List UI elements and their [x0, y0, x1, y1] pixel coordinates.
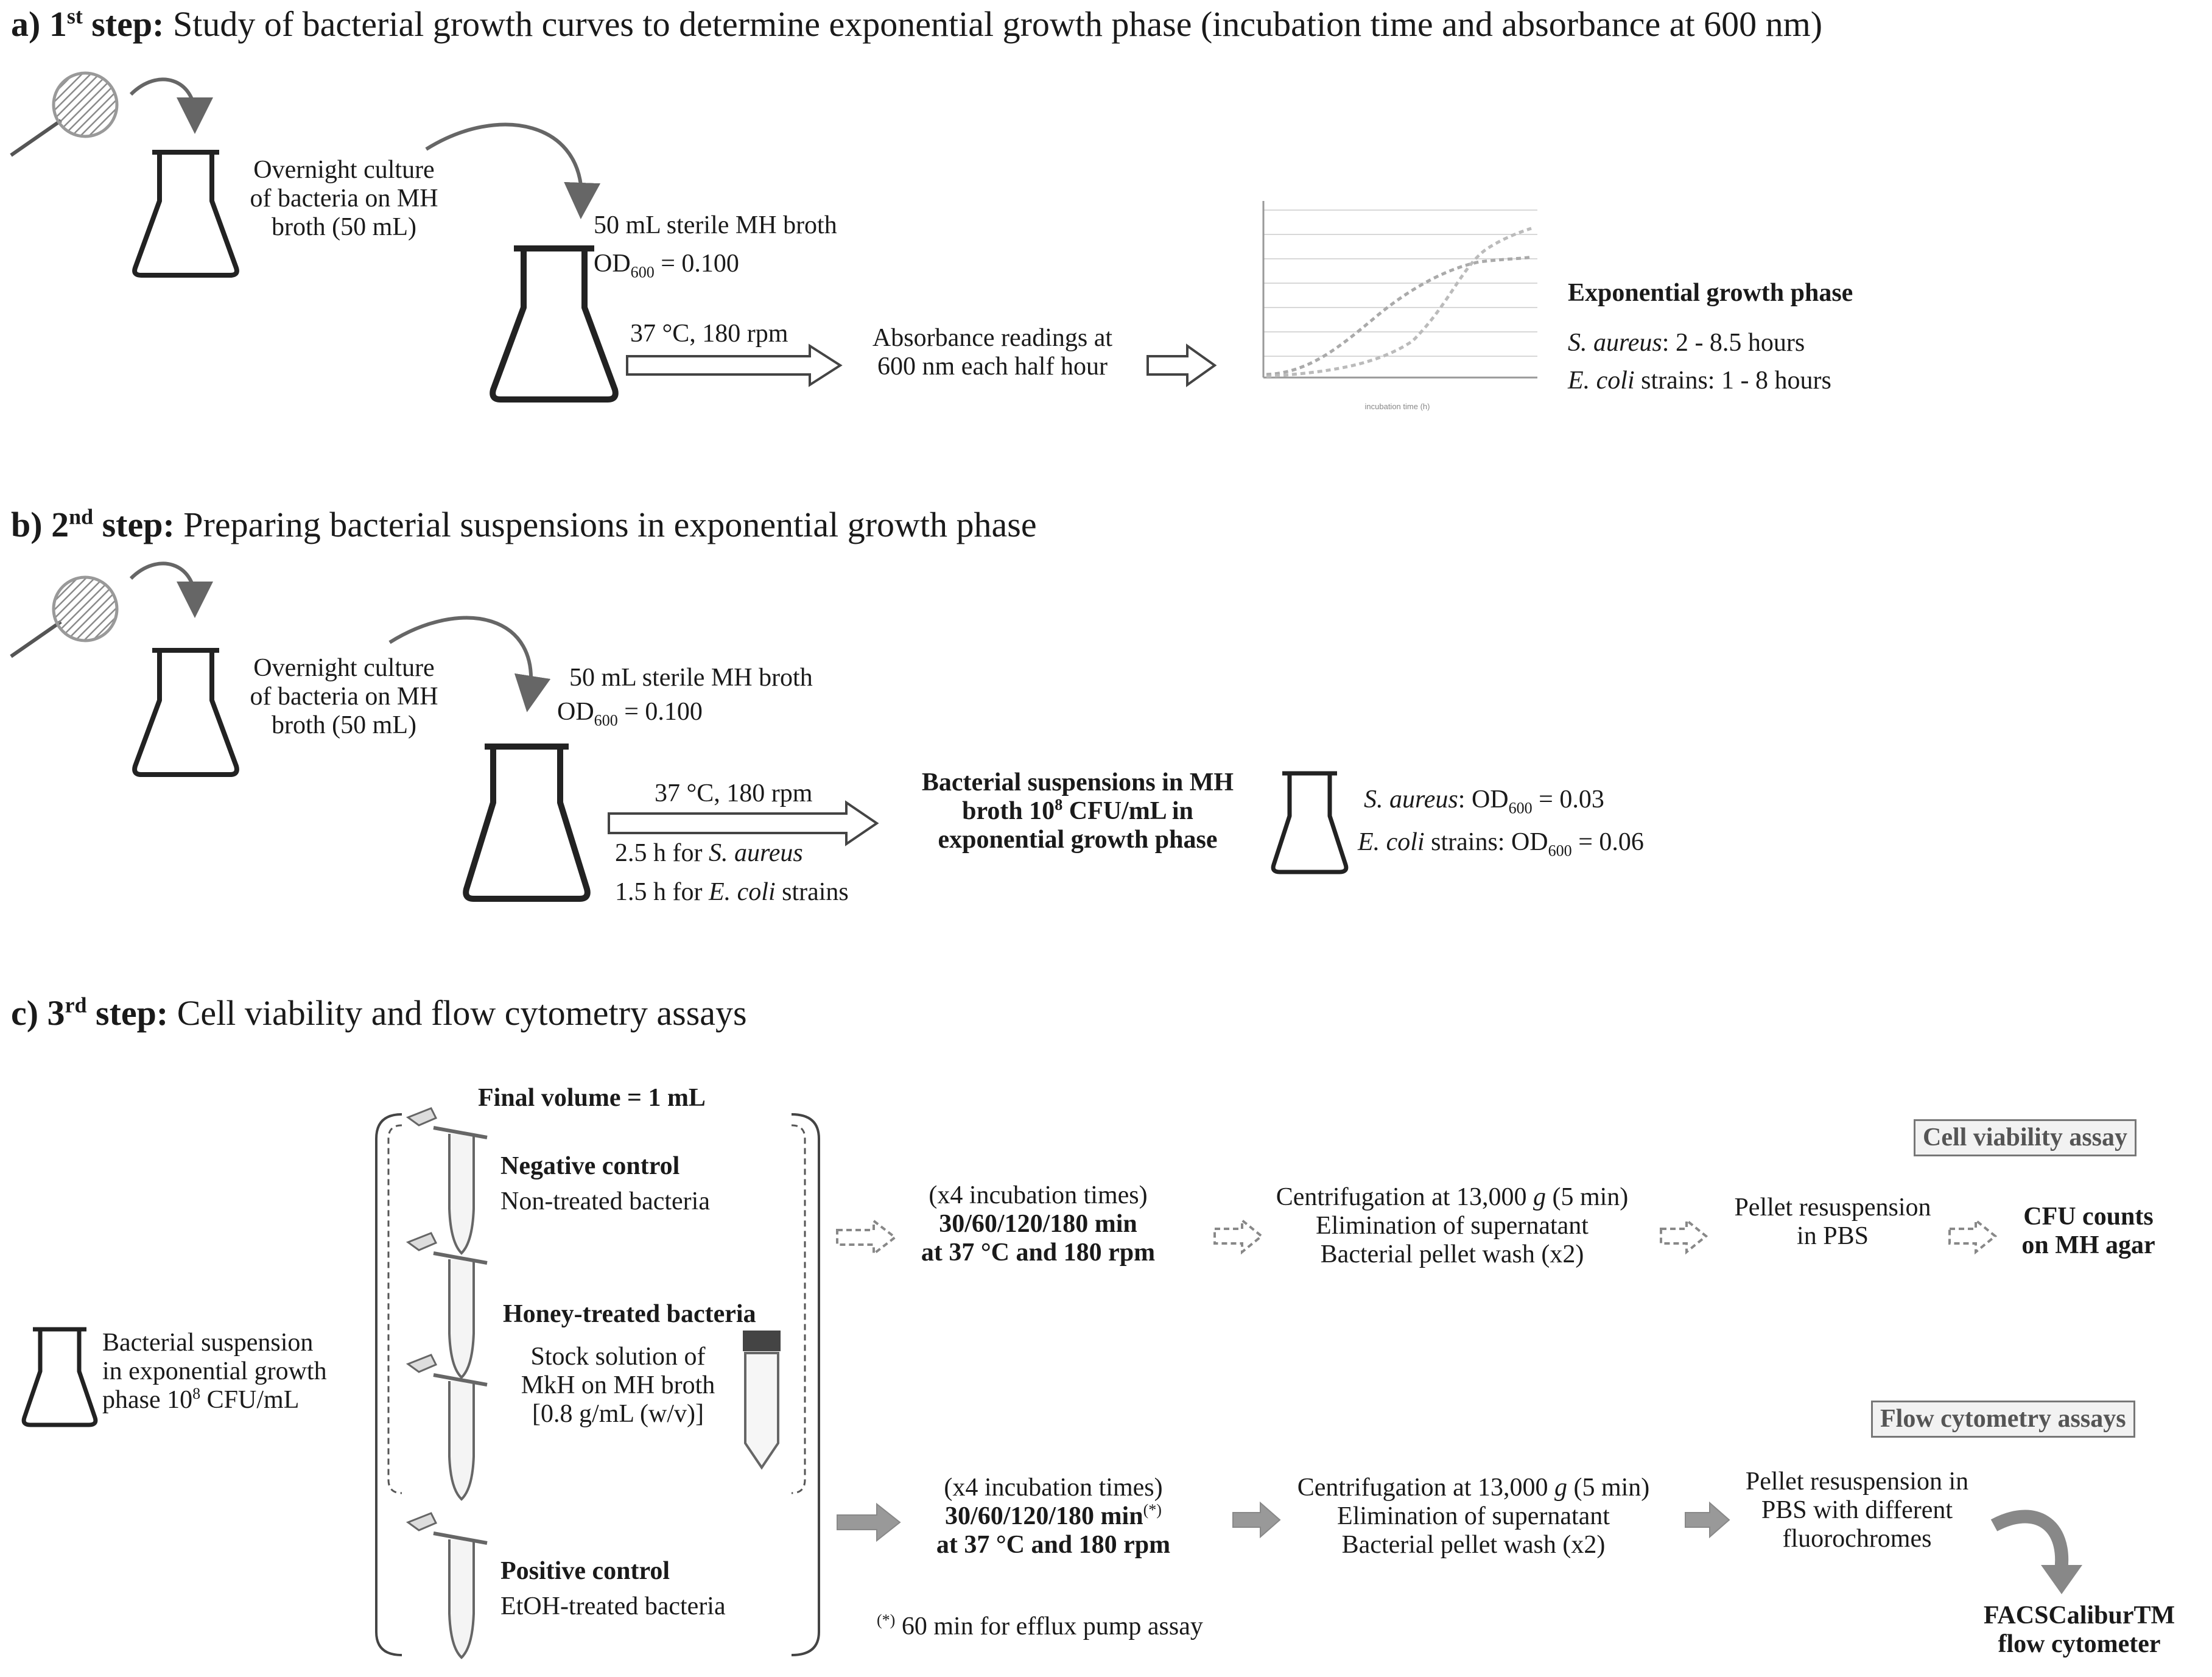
outer-bracket-left	[375, 1113, 402, 1656]
efflux-pump-note: (*) 60 min for efflux pump assay	[877, 1611, 1203, 1640]
svg-text:incubation time (h): incubation time (h)	[1365, 402, 1430, 411]
curved-arrow-b2	[388, 616, 551, 712]
dashed-arrow-v3	[1660, 1217, 1708, 1255]
sterile-broth-label-a: 50 mL sterile MH broth	[594, 211, 837, 239]
hollow-arrow-b1	[608, 800, 879, 846]
tube-icon-negative	[406, 1107, 488, 1255]
inner-bracket-right	[791, 1124, 806, 1494]
od-ecoli-label: E. coli strains: OD600 = 0.06	[1358, 828, 1644, 860]
hollow-arrow-a2	[1146, 343, 1217, 387]
exponential-phase-ecoli: E. coli strains: 1 - 8 hours	[1568, 367, 1831, 395]
tube-icon-positive	[406, 1512, 488, 1659]
dashed-arrow-v2	[1213, 1217, 1264, 1255]
solid-arrow-f3	[1685, 1501, 1730, 1539]
od-label-a: OD600 = 0.100	[594, 250, 739, 281]
positive-control-sub: EtOH-treated bacteria	[500, 1592, 726, 1620]
time-saureus-label: 2.5 h for S. aureus	[615, 839, 803, 867]
incubation-conditions-a: 37 °C, 180 rpm	[630, 320, 788, 348]
od-saureus-label: S. aureus: OD600 = 0.03	[1364, 786, 1604, 817]
flask-icon-a2	[490, 245, 619, 403]
loop-icon-a	[10, 71, 119, 157]
bacterial-suspension-label: Bacterial suspensions in MH broth 108 CF…	[921, 768, 1234, 854]
hollow-arrow-a1	[626, 343, 843, 387]
flow-centrifugation-label: Centrifugation at 13,000 g (5 min) Elimi…	[1297, 1474, 1650, 1559]
outer-bracket-right	[791, 1113, 820, 1656]
cell-viability-box: Cell viability assay	[1914, 1119, 2137, 1157]
viability-incubation-label: (x4 incubation times) 30/60/120/180 min …	[921, 1181, 1156, 1267]
flask-icon-c	[21, 1327, 98, 1427]
dashed-arrow-v1	[836, 1218, 897, 1257]
exponential-phase-title: Exponential growth phase	[1568, 279, 1853, 307]
negative-control-title: Negative control	[500, 1152, 680, 1180]
stock-tube-icon	[743, 1331, 781, 1470]
time-ecoli-label: 1.5 h for E. coli strains	[615, 878, 849, 906]
loop-icon-b	[10, 575, 119, 658]
sterile-broth-label-b: 50 mL sterile MH broth	[569, 664, 813, 692]
curved-arrow-a1	[129, 77, 213, 134]
flask-icon-b1	[132, 648, 239, 777]
inner-bracket-left	[387, 1124, 402, 1494]
curved-arrow-b1	[129, 561, 213, 618]
solid-arrow-f1	[837, 1502, 901, 1542]
flask-icon-a1	[132, 150, 239, 278]
flow-incubation-label: (x4 incubation times) 30/60/120/180 min(…	[936, 1474, 1171, 1559]
tube-icon-honey-1	[406, 1232, 488, 1379]
step-a-heading: a) 1st step: Study of bacterial growth c…	[11, 4, 1823, 44]
tube-icon-honey-2	[406, 1354, 488, 1501]
positive-control-title: Positive control	[500, 1557, 670, 1585]
flow-cytometry-box: Flow cytometry assays	[1871, 1401, 2135, 1438]
step-c-heading: c) 3rd step: Cell viability and flow cyt…	[11, 993, 747, 1033]
viability-centrifugation-label: Centrifugation at 13,000 g (5 min) Elimi…	[1276, 1183, 1629, 1269]
dashed-arrow-v4	[1948, 1217, 1998, 1255]
negative-control-sub: Non-treated bacteria	[500, 1187, 710, 1215]
honey-treated-title: Honey-treated bacteria	[503, 1300, 756, 1328]
solid-arrow-f2	[1232, 1501, 1281, 1539]
final-volume-label: Final volume = 1 mL	[478, 1084, 706, 1112]
incubation-conditions-b: 37 °C, 180 rpm	[655, 779, 813, 807]
exponential-phase-saureus: S. aureus: 2 - 8.5 hours	[1568, 329, 1805, 357]
flask-icon-b3	[1271, 771, 1349, 874]
curved-arrow-a2	[425, 122, 601, 219]
growth-curve-thumbnail: incubation time (h)	[1239, 192, 1562, 414]
curved-arrow-facs	[1990, 1510, 2069, 1572]
flask-icon-b2	[463, 744, 591, 902]
curved-arrow-facs-head	[2041, 1565, 2082, 1594]
od-label-b: OD600 = 0.100	[557, 698, 703, 730]
step-b-heading: b) 2nd step: Preparing bacterial suspens…	[11, 504, 1037, 544]
